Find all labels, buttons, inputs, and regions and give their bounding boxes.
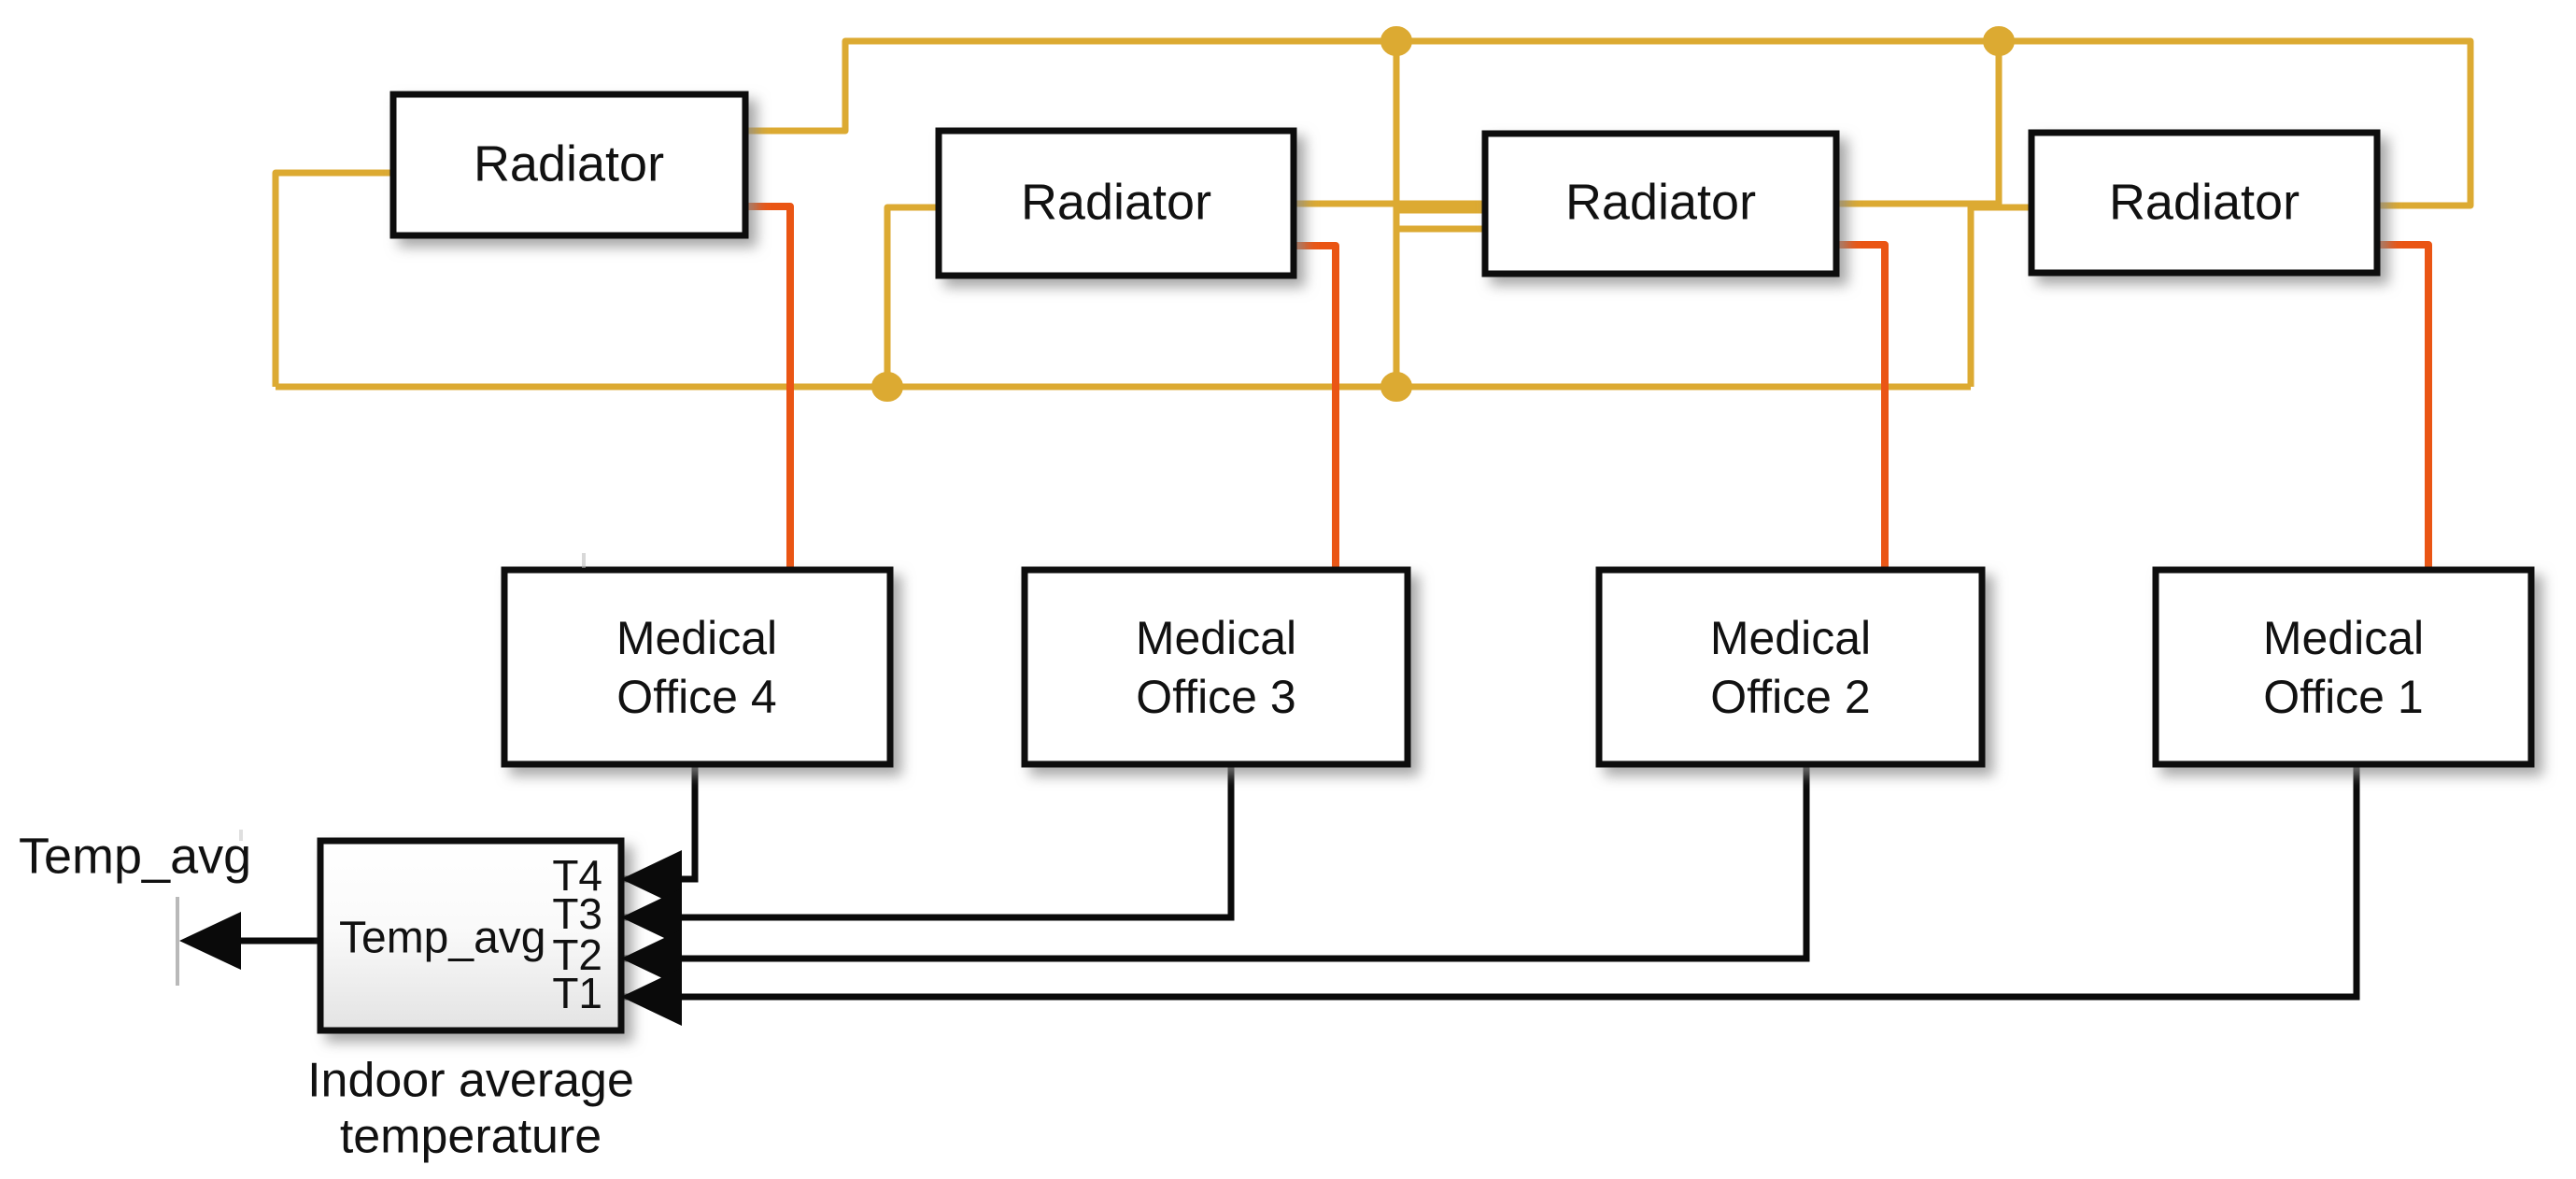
medical-office-blocks: Medical Office 4 Medical Office 3 Medica… — [501, 566, 2535, 768]
radiator-1-label: Radiator — [2109, 174, 2300, 230]
radiator-blocks: Radiator Radiator Radiator Radiator — [389, 91, 2381, 279]
supply-junction-dot-bottom-1 — [871, 372, 903, 402]
supply-wire-dot2-down — [1836, 41, 2003, 207]
medical-office-2-label-line1: Medical — [1710, 612, 1871, 664]
temp-avg-outport[interactable]: Temp_avg — [19, 828, 251, 986]
supply-junction-dot-top-1 — [1380, 26, 1412, 56]
input-port-label-T3: T3 — [552, 889, 602, 938]
medical-office-1-label-line2: Office 1 — [2263, 671, 2423, 723]
indoor-average-temperature-caption-line2: temperature — [340, 1110, 602, 1164]
radiator-4-block[interactable]: Radiator — [389, 91, 749, 239]
radiator-3-label: Radiator — [1021, 174, 1211, 230]
medical-office-3-label-line1: Medical — [1136, 612, 1296, 664]
medical-office-3-label-line2: Office 3 — [1136, 671, 1295, 723]
supply-junction-dot-bottom-2 — [1380, 372, 1412, 402]
heat-wire-rad1-to-office1 — [2377, 241, 2432, 572]
indoor-average-temperature-inner-label: Temp_avg — [339, 914, 545, 963]
outport-arrow-head — [179, 912, 241, 970]
input-port-label-T2: T2 — [552, 930, 602, 979]
medical-office-3-block[interactable]: Medical Office 3 — [1021, 566, 1411, 768]
indoor-average-temperature-block[interactable]: Temp_avg T4 T3 T2 T1 — [317, 837, 682, 1034]
supply-wire-top-bus — [1396, 37, 2474, 209]
indoor-average-temperature-caption-line1: Indoor average — [307, 1054, 634, 1108]
input-port-label-T1: T1 — [552, 969, 602, 1017]
medical-office-1-label-line1: Medical — [2263, 612, 2424, 664]
input-arrow-T3 — [621, 888, 682, 946]
supply-wire-bottom-right-to-rad1-left — [1967, 204, 2031, 387]
stray-marks — [239, 553, 586, 841]
medical-office-2-block[interactable]: Medical Office 2 — [1595, 566, 1986, 768]
supply-wire-dot4-up-to-rad2-left — [1393, 206, 1485, 387]
input-arrow-T2 — [621, 930, 682, 987]
medical-office-2-label-line2: Office 2 — [1710, 671, 1870, 723]
heat-flow-network — [745, 203, 2432, 572]
supply-wire-bottom-to-rad4-left — [272, 169, 393, 387]
radiator-2-label: Radiator — [1565, 174, 1756, 230]
heat-wire-rad3-to-office3 — [1294, 242, 1339, 572]
radiator-1-block[interactable]: Radiator — [2028, 129, 2381, 277]
medical-office-4-block[interactable]: Medical Office 4 — [501, 566, 894, 768]
supply-junction-dot-top-2 — [1983, 26, 2015, 56]
signal-wire-office1-to-T1 — [374, 764, 2360, 1001]
heat-wire-rad2-to-office2 — [1836, 241, 1889, 572]
signal-wire-office2-to-T2 — [374, 764, 1810, 962]
input-arrow-T4 — [621, 850, 682, 908]
supply-wire-rad4-to-top-bus — [745, 37, 1396, 135]
heat-wire-rad4-to-office4 — [745, 203, 794, 572]
input-port-label-T4: T4 — [552, 851, 602, 900]
radiator-4-label: Radiator — [474, 135, 664, 192]
medical-office-1-block[interactable]: Medical Office 1 — [2152, 566, 2535, 768]
medical-office-4-label-line2: Office 4 — [616, 671, 776, 723]
radiator-3-block[interactable]: Radiator — [935, 127, 1297, 279]
input-arrow-T1 — [621, 968, 682, 1026]
radiator-2-block[interactable]: Radiator — [1481, 130, 1840, 277]
medical-office-4-label-line1: Medical — [616, 612, 777, 664]
supply-wire-dot3-up-to-rad3-left — [884, 204, 939, 387]
temp-avg-outport-label: Temp_avg — [19, 828, 251, 884]
